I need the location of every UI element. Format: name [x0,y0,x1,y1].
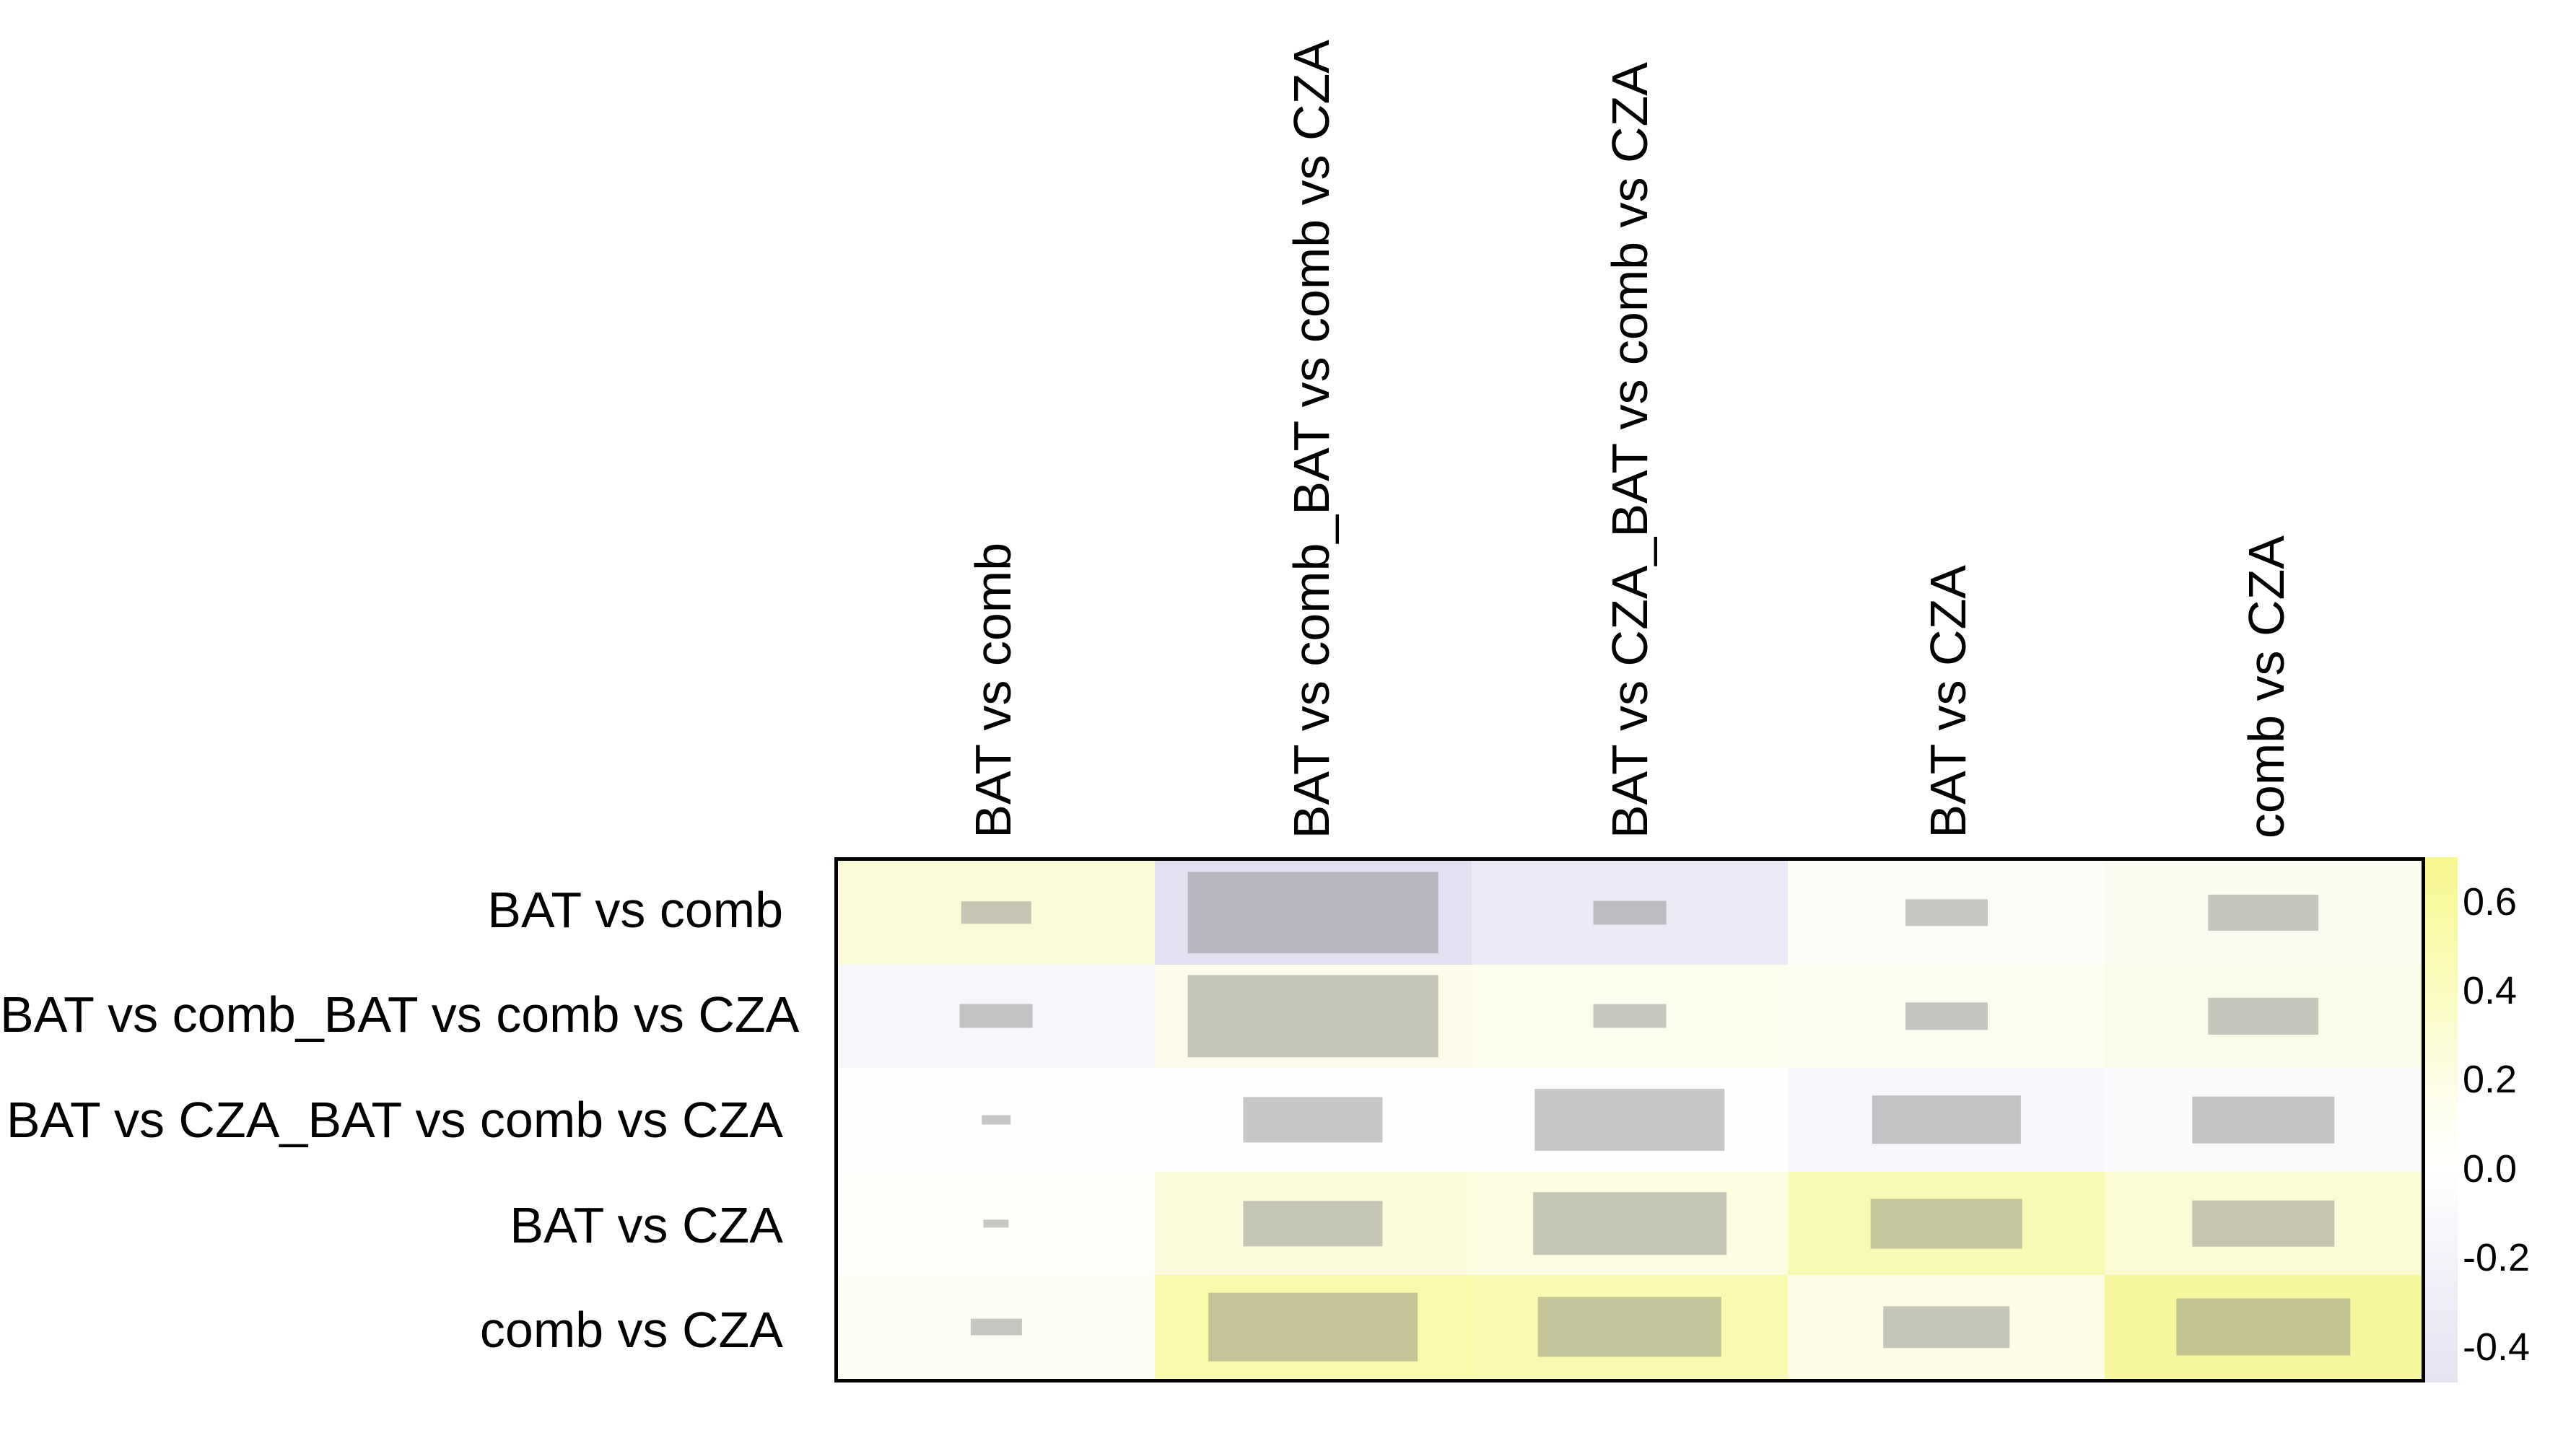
heatmap-cell [838,1068,1155,1172]
cell-value-square [983,1219,1009,1228]
cell-value-square [2207,894,2319,931]
heatmap-cell [1788,964,2105,1069]
cell-value-square [2191,1096,2335,1144]
heatmap-cell [1788,861,2105,965]
cell-value-square [1208,1292,1418,1362]
heatmap-cell [1154,1171,1472,1276]
colorbar-tick-label: 0.2 [2463,1058,2518,1102]
col-label-text: BAT vs CZA [1919,565,1976,838]
cell-value-square [2207,998,2319,1035]
col-label: BAT vs comb [953,72,1033,838]
col-label-text: BAT vs comb [965,543,1022,838]
cell-value-square [959,1004,1033,1028]
heatmap-cell [1788,1068,2105,1172]
cell-value-square [1187,975,1438,1058]
heatmap-cell [1471,1068,1789,1172]
heatmap-cell [2105,964,2422,1069]
colorbar-tick-label: 0.0 [2463,1147,2518,1191]
cell-value-square [971,1318,1022,1336]
heatmap-cell [1154,964,1472,1069]
row-label: BAT vs comb [487,881,783,938]
colorbar [2425,857,2458,1382]
heatmap-cell [1471,1171,1789,1276]
cell-value-square [1537,1297,1722,1357]
heatmap-cell [1788,1171,2105,1276]
colorbar-tick-label: 0.4 [2463,969,2518,1013]
row-label: comb vs CZA [479,1302,783,1359]
heatmap-cell [838,1171,1155,1276]
cell-value-square [1533,1191,1726,1255]
col-label-text: BAT vs CZA_BAT vs comb vs CZA [1602,61,1658,838]
col-label-text: BAT vs comb_BAT vs comb vs CZA [1283,39,1340,838]
heatmap-grid [834,857,2425,1382]
heatmap-cell [1788,1275,2105,1379]
col-label: BAT vs CZA_BAT vs comb vs CZA [1590,62,1669,838]
colorbar-tick-label: -0.2 [2463,1236,2531,1280]
cell-value-square [1243,1097,1383,1143]
heatmap-cell [1471,1275,1789,1379]
colorbar-tick-label: -0.4 [2463,1325,2531,1369]
cell-value-square [1905,899,1988,926]
row-label: BAT vs CZA_BAT vs comb vs CZA [6,1092,783,1148]
row-label: BAT vs comb_BAT vs comb vs CZA [0,986,800,1043]
heatmap-cell [1471,861,1789,965]
col-label-text: comb vs CZA [2237,535,2295,838]
cell-value-square [1593,900,1667,925]
col-label: comb vs CZA [2227,72,2306,838]
cell-value-square [961,901,1031,924]
cell-value-square [1243,1201,1383,1247]
heatmap-cell [838,861,1155,965]
cell-value-square [2191,1200,2335,1247]
cell-value-square [2175,1298,2351,1356]
heatmap-cell [1154,1068,1472,1172]
cell-value-square [1872,1095,2021,1144]
heatmap-cell [838,964,1155,1069]
heatmap-cell [2105,861,2422,965]
cell-value-square [1593,1004,1667,1028]
col-label: BAT vs comb_BAT vs comb vs CZA [1272,40,1351,838]
cell-value-square [1870,1198,2023,1249]
cell-value-square [1883,1306,2010,1348]
heatmap-cell [2105,1068,2422,1172]
col-label: BAT vs CZA [1908,72,1988,838]
colorbar-tick-label: 0.6 [2463,880,2518,924]
row-label: BAT vs CZA [510,1196,783,1253]
cell-value-square [1187,872,1438,954]
heatmap-cell [2105,1171,2422,1276]
cell-value-square [1534,1088,1725,1152]
heatmap-cell [1471,964,1789,1069]
cell-value-square [982,1115,1011,1125]
heatmap-cell [838,1275,1155,1379]
heatmap-cell [2105,1275,2422,1379]
cell-value-square [1905,1002,1988,1030]
heatmap-cell [1154,1275,1472,1379]
heatmap-cell [1154,861,1472,965]
